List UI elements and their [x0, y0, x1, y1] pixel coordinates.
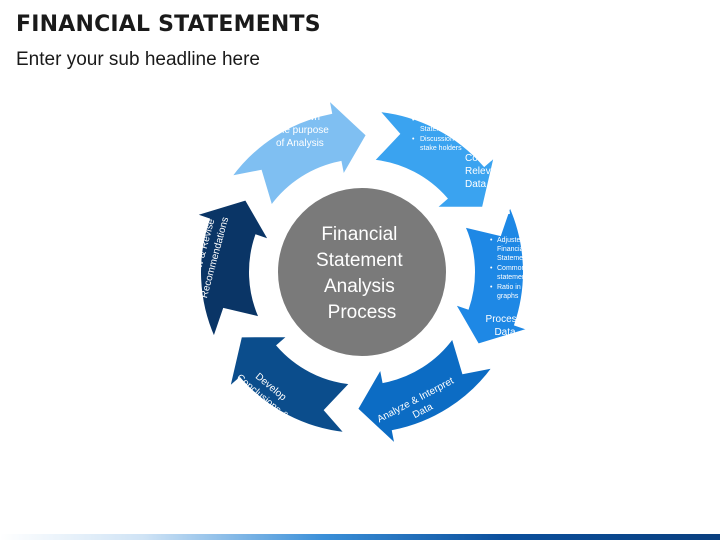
step-6-number: 6: [222, 177, 235, 204]
page-title: FINANCIAL STATEMENTS: [16, 12, 321, 37]
center-line-1: Financial: [321, 224, 397, 245]
step-3-bullets: • Adjusted Financial Statements • Common…: [490, 237, 542, 300]
step-2-label: Collect Relevant Data: [465, 153, 507, 190]
step-1-number: 1: [363, 105, 376, 132]
page-subtitle: Enter your sub headline here: [16, 49, 260, 70]
step-3-arrow-segment: [452, 203, 532, 346]
center-line-3: Analysis: [324, 276, 395, 297]
step-5-arrow-segment: [227, 335, 353, 435]
center-circle: [274, 184, 450, 360]
step-1-arrow-segment: [228, 96, 369, 209]
step-3-number: 3: [481, 343, 494, 370]
step-3-label: Process Data: [486, 314, 525, 338]
step-2-number: 2: [497, 193, 510, 220]
bottom-gradient-bar: [0, 534, 720, 540]
step-4-arrow-segment: [355, 335, 496, 448]
center-line-2: Statement: [316, 250, 403, 271]
step-6-arrow-segment: [192, 198, 272, 341]
step-5-number: 5: [215, 331, 228, 358]
step-4-number: 4: [346, 413, 360, 440]
step-2-bullets: • Financial Statements • Discussion with…: [412, 117, 470, 152]
center-line-4: Process: [328, 302, 397, 323]
step-1-label: List Down the purpose of Analysis: [276, 112, 332, 149]
center-label: Financial Statement Analysis Process: [316, 224, 408, 323]
step-2-arrow-segment: [371, 109, 497, 209]
